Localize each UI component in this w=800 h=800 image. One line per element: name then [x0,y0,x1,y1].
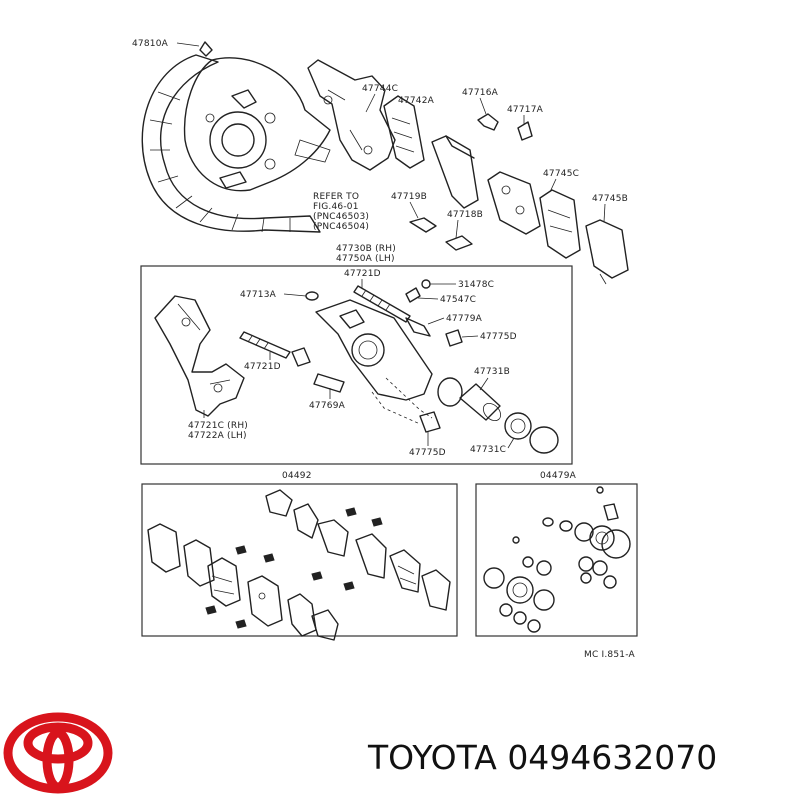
bushing-47775D-bottom [419,411,441,433]
bushing-47721D-mid [291,347,311,367]
label-47745C: 47745C [543,169,579,179]
label-47742A: 47742A [398,96,435,106]
brake-pad-inner [431,135,479,209]
caliper-body [315,299,433,425]
caliper-mounting-bracket [154,295,245,417]
piston-boot-47731C [504,412,532,440]
label-47721C: 47721C (RH) [188,421,248,431]
bushing-47713A [305,291,319,301]
pad-wear-indicator-47719B [409,217,437,233]
label-47731C: 47731C [470,445,506,455]
toyota-logo [3,712,113,794]
caliper-support [307,59,396,171]
slide-pin-47721D-top [353,285,411,323]
label-47713A: 47713A [240,290,277,300]
label-47750A: 47750A (LH) [336,254,395,264]
boot-47779A [405,317,431,337]
label-47745B: 47745B [592,194,628,204]
label-47547C: 47547C [440,295,476,305]
bleeder-plug-47547C [405,287,421,303]
label-04492: 04492 [282,471,312,481]
brand-part-number: TOYOTA 0494632070 [368,738,718,777]
label-47716A: 47716A [462,88,499,98]
bleeder-cap-31478C [421,279,431,289]
anti-squeal-shim-47745C-b [539,189,581,259]
refer-line-1: REFER TO [313,192,359,202]
label-47775D-right: 47775D [480,332,517,342]
label-47721D-top: 47721D [344,269,381,279]
backing-plate-dust-cover [141,41,331,233]
piston-47731B [459,383,502,422]
refer-line-4: (PNC46504) [313,222,369,232]
caliper-assembly-box [140,265,573,465]
label-47717A: 47717A [507,105,544,115]
label-47731B: 47731B [474,367,510,377]
label-47722A: 47722A (LH) [188,431,247,441]
anti-squeal-shim-47745C [487,171,541,235]
seal-kit-box-04479A [475,483,638,637]
refer-line-3: (PNC46503) [313,212,369,222]
boot-47769A [313,373,345,393]
label-47730B: 47730B (RH) [336,244,396,254]
label-47779A: 47779A [446,314,483,324]
label-47775D-bottom: 47775D [409,448,446,458]
refer-line-2: FIG.46-01 [313,202,359,212]
figure-code: MC I.851-A [584,650,635,660]
seal-kit-04479A-parts [483,486,631,633]
pad-support-clip-47716A [477,113,499,131]
pad-kit-box-04492 [141,483,458,637]
bushing-47775D-right [445,329,463,347]
label-47769A: 47769A [309,401,346,411]
label-47810A: 47810A [132,39,169,49]
pad-support-clip-47717A [517,121,533,141]
slide-pin-47721D-left [239,331,291,359]
anti-squeal-shim-47742A [383,95,425,169]
label-47718B: 47718B [447,210,483,220]
pad-kit-04492-parts [147,489,451,641]
label-47721D-left: 47721D [244,362,281,372]
label-47744C: 47744C [362,84,398,94]
label-04479A: 04479A [540,471,577,481]
toyota-logo-ovals [3,712,113,794]
pad-support-plate-47718B [445,235,473,251]
label-47719B: 47719B [391,192,427,202]
anti-squeal-shim-47745B [585,219,629,285]
piston-ring-large [529,426,559,454]
piston-seal-ring [437,377,463,407]
label-31478C: 31478C [458,280,494,290]
